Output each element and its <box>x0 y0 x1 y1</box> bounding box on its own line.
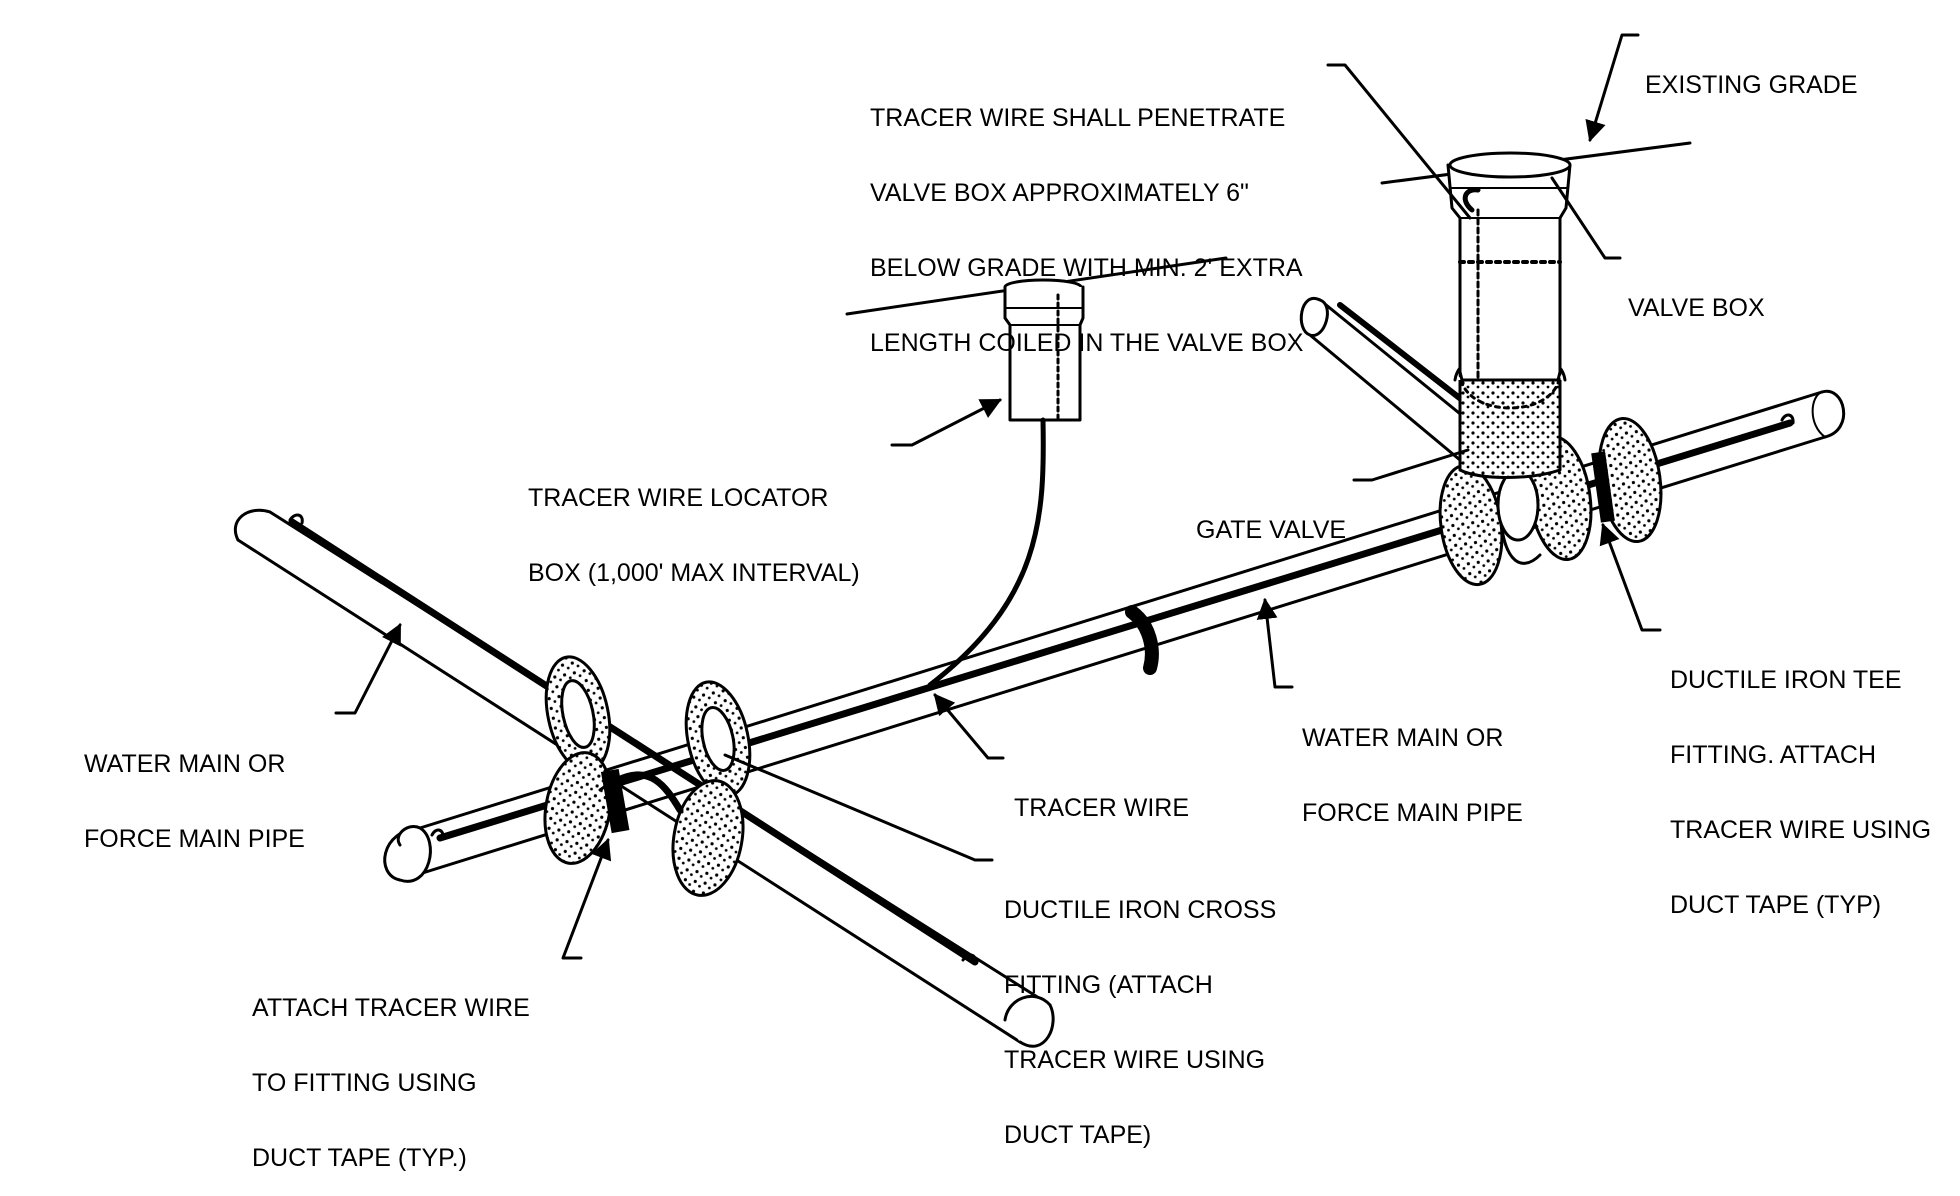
leader-tracer-wire <box>933 693 1005 760</box>
label-locator-box: TRACER WIRE LOCATOR BOX (1,000' MAX INTE… <box>528 484 860 587</box>
coupling-band <box>1125 605 1159 675</box>
label-ductile-cross: DUCTILE IRON CROSS FITTING (ATTACH TRACE… <box>1004 896 1277 1149</box>
ductile-iron-cross-fitting <box>543 655 752 897</box>
leader-tracer-penetrate <box>1326 63 1472 220</box>
label-attach-tracer: ATTACH TRACER WIRE TO FITTING USING DUCT… <box>252 994 530 1172</box>
label-ductile-tee: DUCTILE IRON TEE FITTING. ATTACH TRACER … <box>1670 666 1932 919</box>
leader-water-main-right <box>1256 597 1294 689</box>
tracer-wire-locator-box <box>927 278 1085 688</box>
label-water-main-right: WATER MAIN OR FORCE MAIN PIPE <box>1302 724 1523 827</box>
leader-water-main-left <box>334 623 402 715</box>
leader-attach-tracer <box>561 838 612 960</box>
leader-existing-grade <box>1585 33 1640 143</box>
leader-valve-box <box>1550 176 1622 260</box>
branch-pipe <box>233 508 1055 1048</box>
leader-locator-box <box>890 398 1002 447</box>
label-existing-grade: EXISTING GRADE <box>1645 71 1858 99</box>
label-tracer-penetrate: TRACER WIRE SHALL PENETRATE VALVE BOX AP… <box>870 104 1304 357</box>
label-valve-box: VALVE BOX <box>1628 294 1765 322</box>
leader-gate-valve <box>1352 448 1470 482</box>
leader-ductile-cross <box>723 753 994 862</box>
duct-tape-cross <box>600 768 630 834</box>
label-gate-valve: GATE VALVE <box>1196 516 1347 544</box>
label-water-main-left: WATER MAIN OR FORCE MAIN PIPE <box>84 750 305 853</box>
locator-tracer-wire <box>927 417 1046 688</box>
valve-box <box>1446 151 1572 410</box>
leader-ductile-tee <box>1599 523 1662 632</box>
branch-tracer-wire <box>288 518 979 966</box>
tracer-wire-diagram <box>233 33 1846 1048</box>
duct-tape-tee <box>1591 451 1615 523</box>
label-tracer-wire: TRACER WIRE <box>1014 794 1189 822</box>
